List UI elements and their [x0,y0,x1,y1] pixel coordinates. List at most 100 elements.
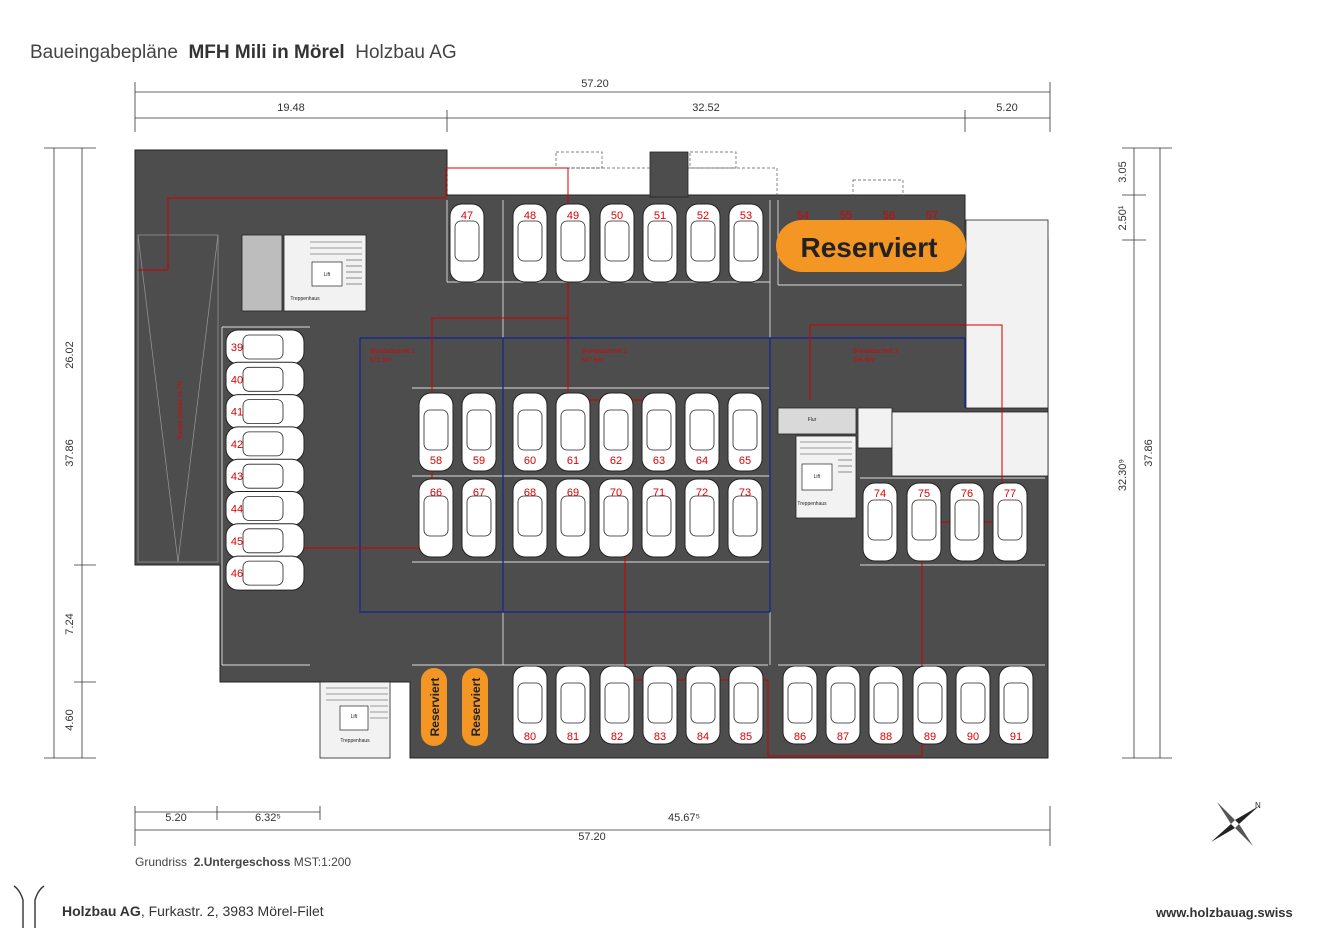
footer-website[interactable]: www.holzbauag.swiss [1156,905,1293,920]
parking-number: 89 [924,731,936,743]
car-icon [225,329,305,365]
parking-number: 53 [740,210,752,222]
reserved-label-top: Reserviert [801,232,938,263]
zone1-label: Brandabschnitt 1 [370,349,416,355]
dim-left-seg2: 7.24 [64,613,76,634]
car-icon [728,665,764,745]
parking-number: 46 [231,568,243,580]
parking-number: 42 [231,439,243,451]
stairs-label-2: Treppenhaus [797,501,827,507]
car-icon [727,478,763,558]
parking-number: 66 [430,487,442,499]
parking-number: 84 [697,731,709,743]
car-icon [555,392,591,472]
flur-label: Flur [808,417,817,423]
dim-right-seg1: 3.05 [1117,161,1129,182]
parking-number: 77 [1004,488,1016,500]
car-icon [599,665,635,745]
dim-right-total: 37.86 [1143,439,1155,467]
compass-icon: N [1211,801,1261,846]
dim-right-seg3: 32.30⁹ [1117,459,1129,491]
dimension-lines [44,82,1172,846]
parking-number: 70 [610,487,622,499]
zone3-label: Brandabschnitt 3 [853,349,899,355]
car-icon [825,665,861,745]
reserved-label-a: Reserviert [428,678,442,737]
parking-number: 82 [611,731,623,743]
ramp [137,234,219,563]
car-icon [642,203,678,283]
parking-number: 55 [840,210,852,222]
parking-number: 86 [794,731,806,743]
parking-number: 64 [696,455,708,467]
dim-top-seg3: 5.20 [996,102,1017,114]
svg-text:N: N [1255,801,1261,810]
parking-number: 73 [739,487,751,499]
zone1-area: 572.3m² [370,358,392,364]
parking-number: 71 [653,487,665,499]
car-icon [512,665,548,745]
car-icon [461,478,497,558]
stairs-label-3: Treppenhaus [340,738,370,744]
parking-number: 44 [231,504,243,516]
lift-label-3: Lift [351,714,358,720]
parking-number: 57 [926,210,938,222]
lift-label-2: Lift [814,474,821,480]
car-icon [555,478,591,558]
drawing-caption: Grundriss 2.Untergeschoss MST:1:200 [135,855,352,869]
car-icon [728,203,764,283]
parking-number: 88 [880,731,892,743]
ramp-label: Rampe Gefälle 14.7% [178,380,184,439]
parking-number: 40 [231,374,243,386]
company-logo-icon [13,885,45,928]
car-icon [782,665,818,745]
car-icon [512,478,548,558]
dim-top-total: 57.20 [581,78,609,90]
parking-number: 69 [567,487,579,499]
annex-outlines [446,151,904,197]
dim-top-seg1: 19.48 [277,102,305,114]
parking-number: 90 [967,731,979,743]
reserved-badge-top [776,220,966,272]
parking-number: 83 [654,731,666,743]
parking-number: 81 [567,731,579,743]
dim-bottom-seg2: 6.32⁵ [255,812,281,824]
parking-number: 74 [874,488,886,500]
reserved-markers: Reserviert Reserviert Reserviert [421,220,966,746]
car-icon [225,361,305,397]
parking-number: 47 [461,210,473,222]
dim-top-seg2: 32.52 [692,102,720,114]
car-icon [598,478,634,558]
car-icon [641,478,677,558]
zone-lines [359,337,966,613]
parking-number: 85 [740,731,752,743]
car-icon [418,392,454,472]
car-icon [868,665,904,745]
parking-number: 41 [231,407,243,419]
car-icon [512,203,548,283]
parking-number: 87 [837,731,849,743]
parking-number: 80 [524,731,536,743]
page-title: Baueingabepläne MFH Mili in Mörel Holzba… [30,42,457,63]
parking-number: 72 [696,487,708,499]
car-icon [685,203,721,283]
parking-number: 65 [739,455,751,467]
parking-number: 51 [654,210,666,222]
lift-label-1: Lift [324,272,331,278]
parking-number: 45 [231,536,243,548]
dim-left-total: 37.86 [64,439,76,467]
dim-bottom-total: 57.20 [578,831,606,843]
car-icon [418,478,454,558]
car-icon [461,392,497,472]
parking-number: 67 [473,487,485,499]
parking-number: 49 [567,210,579,222]
reserved-label-b: Reserviert [469,678,483,737]
car-icon [555,665,591,745]
car-icon [955,665,991,745]
car-icon [512,392,548,472]
car-icon [598,392,634,472]
car-icon [992,482,1028,562]
parking-number: 58 [430,455,442,467]
car-icon [912,665,948,745]
